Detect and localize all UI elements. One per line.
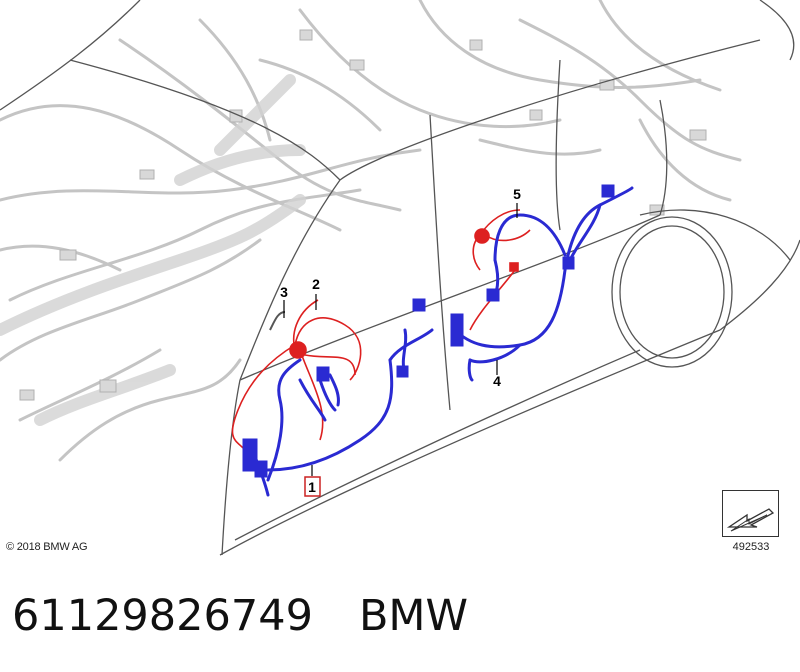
- callout-4: 4: [493, 373, 501, 389]
- callout-3: 3: [280, 284, 288, 300]
- background-harness-thick: [0, 74, 306, 426]
- callout-2: 2: [312, 276, 320, 292]
- callout-1: 1: [308, 479, 316, 495]
- harness-4-blue: [450, 184, 634, 382]
- brand-name: BMW: [358, 591, 469, 641]
- harness-3-grey: [269, 311, 286, 331]
- harness-1-blue: [242, 298, 434, 497]
- wiring-diagram: 1 2 3 4 5: [0, 0, 800, 556]
- callout-5: 5: [513, 186, 521, 202]
- copyright-notice: © 2018 BMW AG: [6, 541, 88, 553]
- callout-leaders: [283, 203, 518, 476]
- part-caption: 61129826749 BMW: [12, 586, 468, 646]
- rear-wheel: [611, 216, 733, 368]
- reference-number: 492533: [732, 541, 770, 553]
- callout-1-box: [304, 476, 321, 497]
- part-number: 61129826749: [12, 591, 313, 641]
- arrow-reference-icon: [722, 490, 779, 537]
- vehicle-outline: [0, 0, 800, 556]
- background-connectors: [19, 29, 707, 401]
- harness-2-red: [231, 299, 362, 451]
